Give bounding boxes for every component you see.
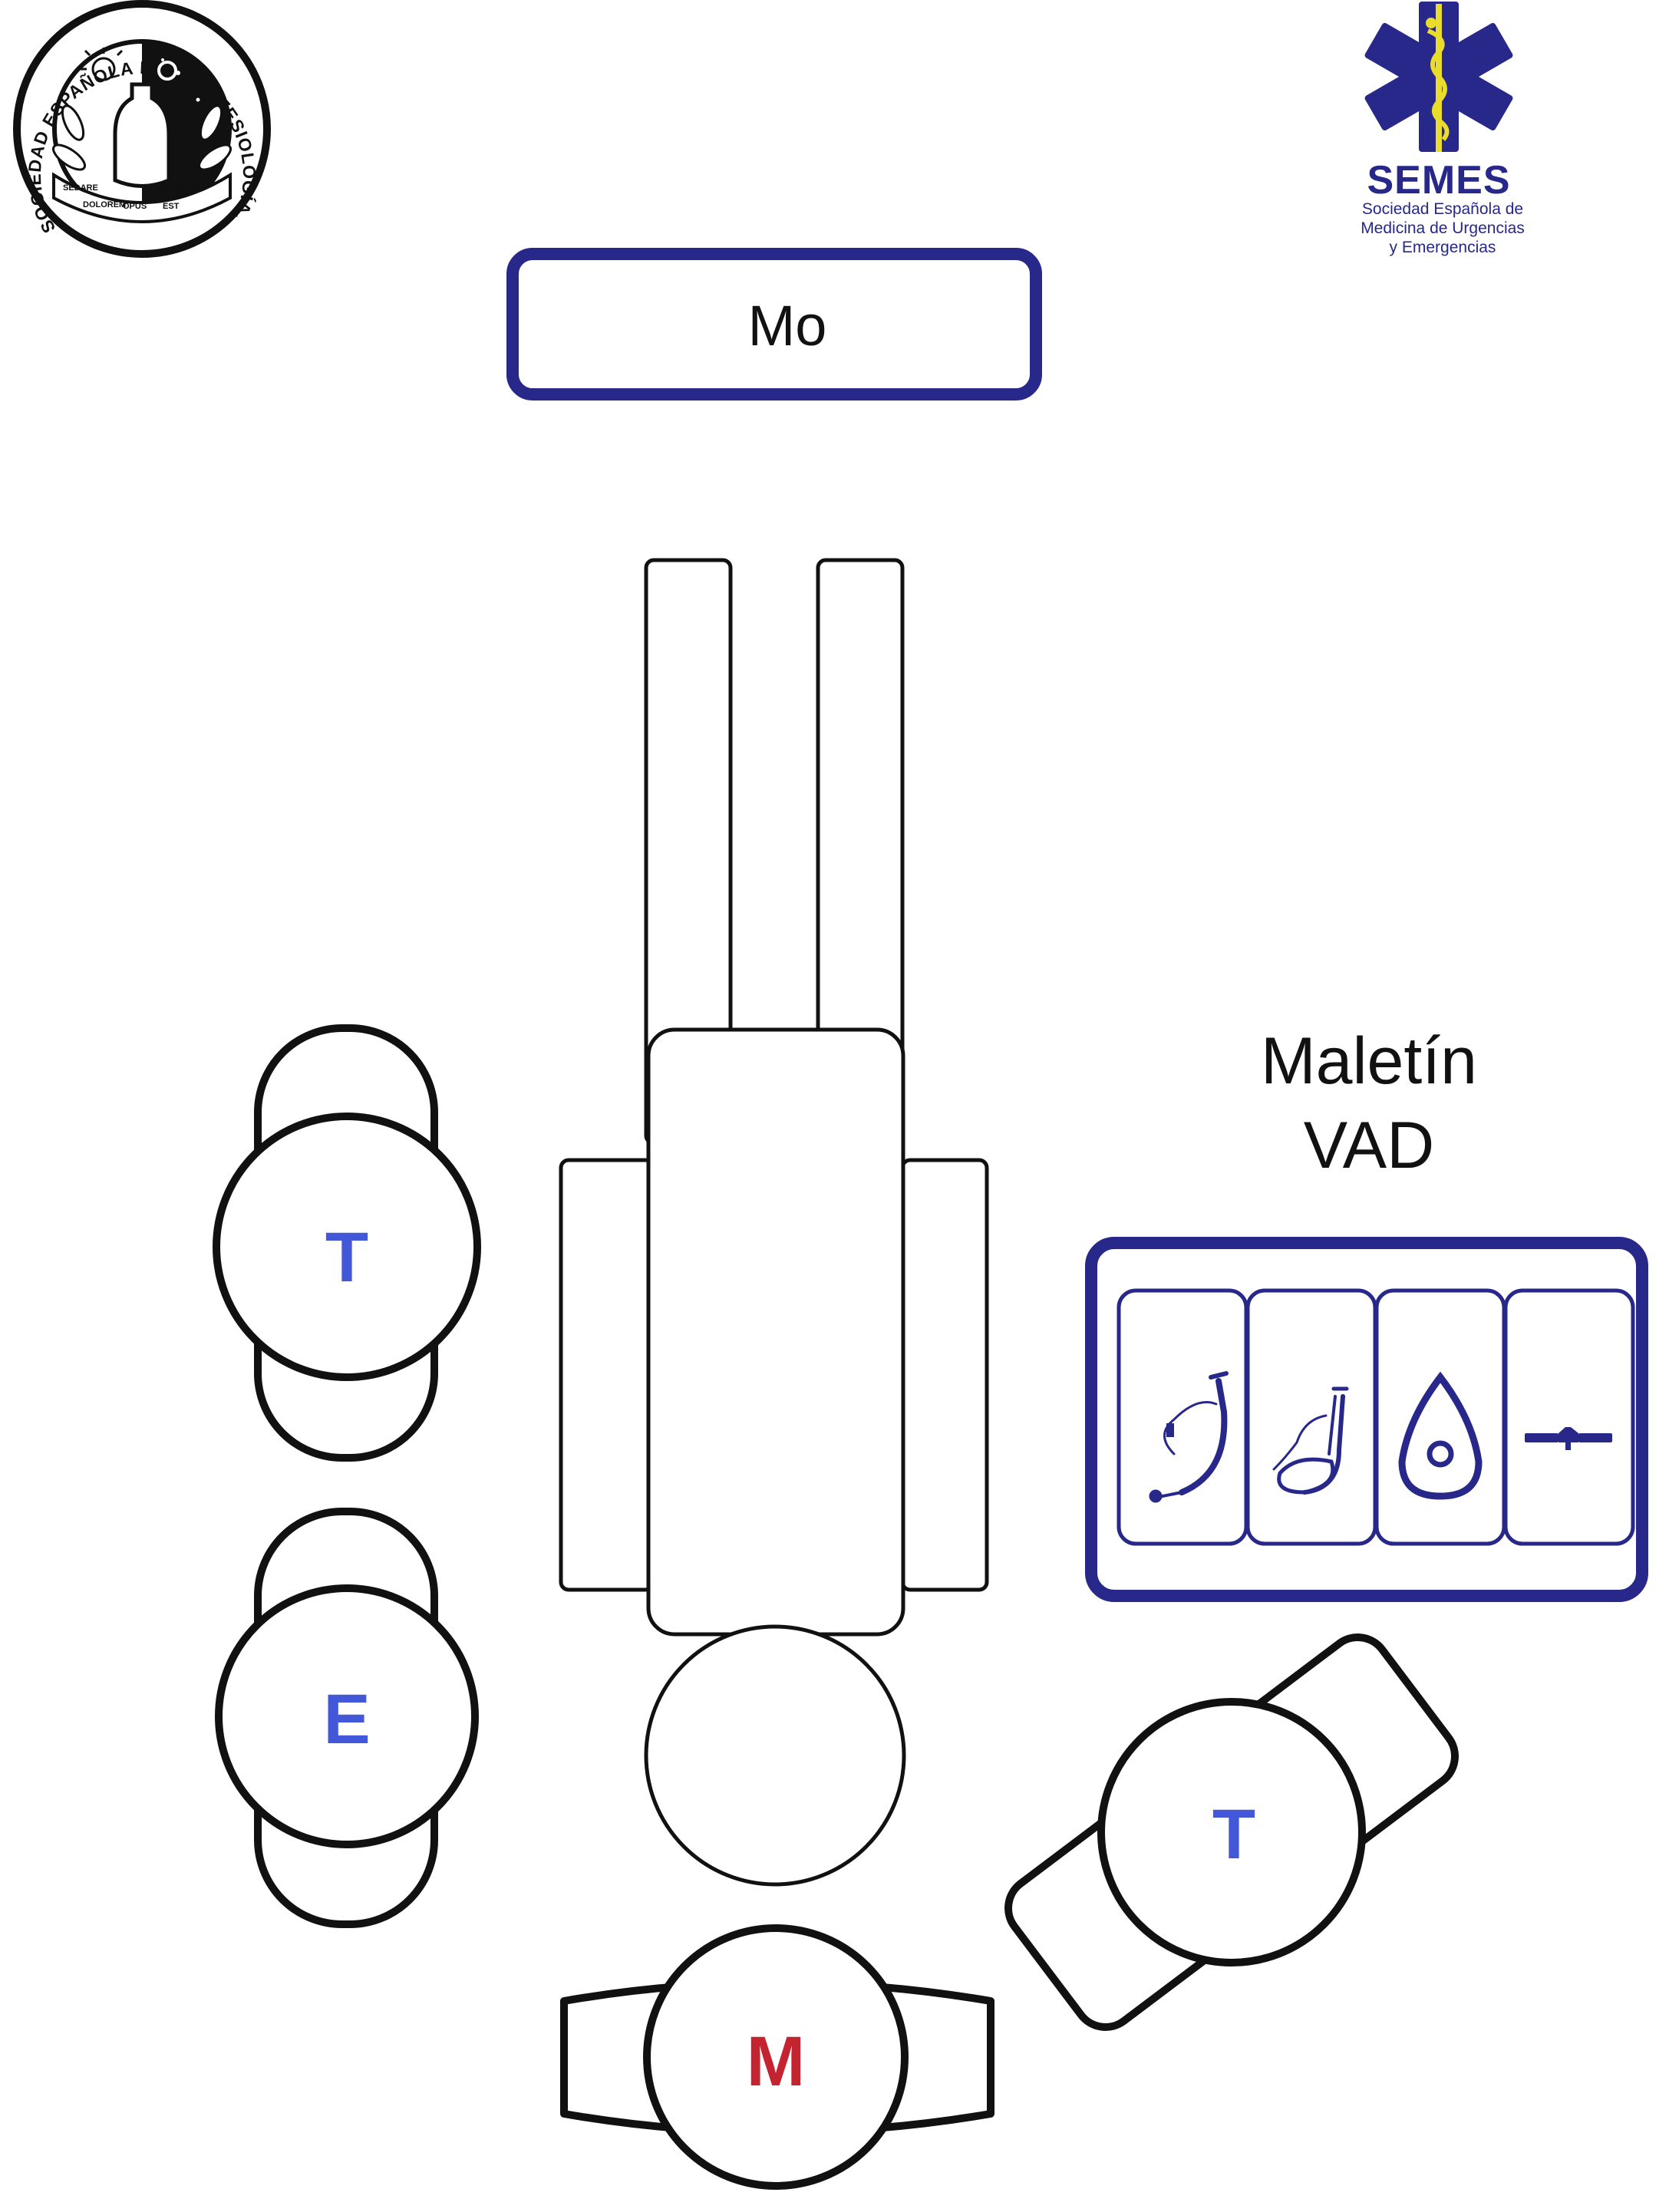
- semes-tagline-2: Medicina de Urgencias: [1361, 219, 1525, 237]
- ribbon-word: DOLOREM: [83, 200, 126, 209]
- sedar-logo: SOCIEDAD ESPAÑOLA DE ANESTESIOLOGÍA, REA…: [0, 0, 271, 258]
- semes-wordmark: SEMES: [1367, 158, 1510, 203]
- stretcher-arm-right: [900, 1158, 989, 1592]
- role-label: M: [747, 2022, 806, 2101]
- airway-case: Maletín VAD: [1085, 1024, 1648, 1602]
- technician-right: T: [1004, 1633, 1459, 2031]
- role-label: T: [1212, 1795, 1255, 1874]
- face-mask-icon: [1398, 1371, 1483, 1500]
- laryngeal-mask-icon: [1272, 1386, 1349, 1495]
- patient-head: [644, 1624, 906, 1887]
- star-of-life-icon: [1364, 2, 1513, 152]
- cannula-icon: [1525, 1427, 1612, 1450]
- stretcher-body: [646, 1027, 905, 1637]
- semes-tagline-3: y Emergencias: [1390, 239, 1496, 256]
- case-compartment: [1245, 1288, 1377, 1546]
- physician: M: [560, 1924, 994, 2190]
- semes-tagline-1: Sociedad Española de: [1362, 200, 1523, 218]
- ribbon-word: DIVINUM: [161, 185, 196, 194]
- technician-top: T: [213, 1024, 481, 1462]
- ribbon-word: OPUS: [123, 202, 147, 211]
- stretcher-arm-left: [559, 1158, 655, 1592]
- ribbon-word: SEDARE: [63, 183, 98, 193]
- role-label: E: [323, 1680, 370, 1759]
- monitor-box: Mo: [506, 248, 1042, 401]
- case-title-line2: VAD: [1304, 1109, 1434, 1182]
- monitor-label: Mo: [748, 294, 827, 358]
- semes-logo: SEMES Sociedad Española de Medicina de U…: [1361, 2, 1525, 256]
- nurse: E: [215, 1508, 479, 1928]
- case-title-line1: Maletín: [1261, 1024, 1477, 1098]
- endotracheal-tube-icon: [1149, 1371, 1229, 1503]
- role-label: T: [325, 1218, 368, 1297]
- case-compartment: [1503, 1288, 1635, 1546]
- stretcher: [559, 558, 989, 1887]
- ribbon-word: EST: [163, 202, 180, 211]
